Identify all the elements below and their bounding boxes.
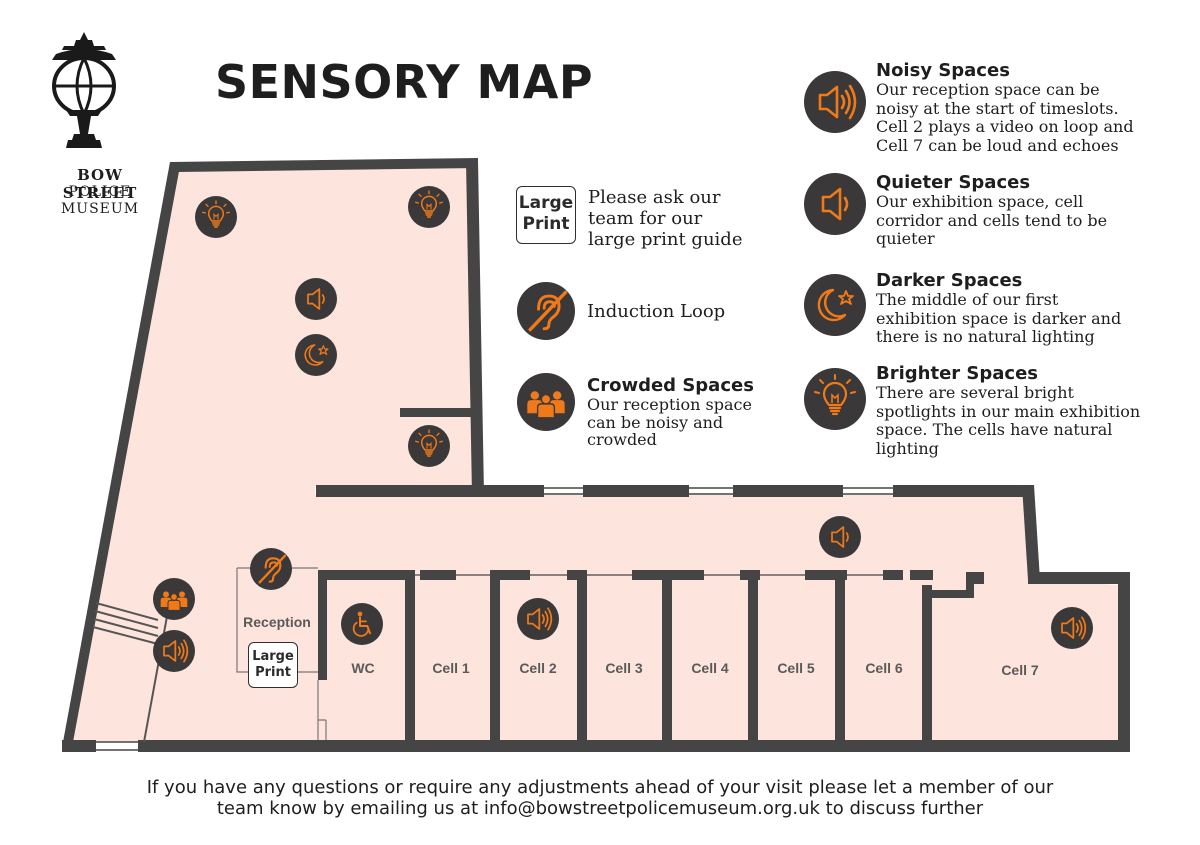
legend-speaker-quiet-icon [804, 173, 866, 235]
legend-text-line: large print guide [588, 229, 743, 250]
room-label-cell-2: Cell 2 [519, 660, 557, 676]
legend-large-print-badge: Large Print [516, 186, 576, 244]
legend-text-line: space. The cells have natural [876, 420, 1113, 439]
room-label-cell-4: Cell 4 [691, 660, 729, 676]
legend-text-line: can be noisy and [587, 412, 724, 432]
room-label-cell-3: Cell 3 [605, 660, 643, 676]
legend-text-line: crowded [587, 430, 657, 449]
legend-text-line: There are several bright [876, 383, 1074, 402]
footer-line-1: If you have any questions or require any… [146, 777, 1054, 798]
legend-text-line: corridor and cells tend to be [876, 210, 1108, 230]
legend-text-line: Please ask our [588, 187, 721, 208]
legend-crowd-icon [517, 373, 575, 431]
badge-line: Print [255, 665, 291, 680]
legend-brighter-text: There are several bright spotlights in o… [876, 383, 1176, 458]
legend-large-print-text: Please ask our team for our large print … [588, 187, 742, 250]
room-label-reception: Reception [243, 614, 311, 630]
moon-star-icon [295, 334, 337, 376]
legend-brighter-title: Brighter Spaces [876, 363, 1039, 384]
legend-quieter-title: Quieter Spaces [876, 172, 1031, 193]
legend-text-line: Cell 7 can be loud and echoes [876, 135, 1119, 155]
legend-text-line: The middle of our first [876, 290, 1059, 309]
legend-crowded-title: Crowded Spaces [587, 375, 754, 396]
legend-crowded-text: Our reception space can be noisy and cro… [587, 396, 752, 449]
legend-bulb-icon [804, 368, 866, 430]
legend-noisy-text: Our reception space can be noisy at the … [876, 80, 1176, 155]
room-label-cell-5: Cell 5 [777, 660, 815, 676]
badge-line: Print [522, 214, 570, 234]
room-label-cell-6: Cell 6 [865, 660, 903, 676]
legend-text-line: team for our [588, 208, 703, 229]
corridor-windows [96, 487, 893, 751]
legend-text-line: Our reception space can be [876, 80, 1100, 99]
legend-darker-title: Darker Spaces [876, 270, 1023, 291]
speaker-quiet-icon [819, 516, 861, 558]
bulb-icon [408, 425, 450, 467]
badge-line: Large [252, 649, 294, 664]
legend-speaker-loud-icon [804, 71, 866, 133]
bulb-icon [408, 186, 450, 228]
lamp-logo-icon [50, 30, 118, 150]
legend-text-line: Our exhibition space, cell [876, 192, 1084, 211]
speaker-loud-icon [1051, 607, 1093, 649]
legend-moon-star-icon [804, 274, 866, 336]
bulb-icon [195, 196, 237, 238]
room-label-cell-7: Cell 7 [1001, 662, 1039, 678]
legend-ear-loop-icon [517, 282, 575, 340]
walls [62, 158, 1130, 752]
legend-induction-loop-label: Induction Loop [587, 301, 726, 322]
footer-note: If you have any questions or require any… [0, 777, 1200, 819]
page-title: SENSORY MAP [215, 55, 594, 109]
speaker-loud-icon [517, 598, 559, 640]
legend-text-line: quieter [876, 229, 935, 248]
museum-name-line1: BOW STREET [62, 166, 138, 202]
museum-name-line3: MUSEUM [60, 201, 140, 217]
legend-text-line: spotlights in our main exhibition [876, 401, 1141, 421]
legend-darker-text: The middle of our first exhibition space… [876, 290, 1176, 347]
legend-noisy-title: Noisy Spaces [876, 60, 1010, 81]
legend-text-line: Our reception space [587, 395, 752, 414]
entrance-steps [92, 599, 171, 743]
badge-line: Large [518, 193, 574, 213]
speaker-quiet-icon [295, 278, 337, 320]
room-label-wc: WC [351, 660, 374, 676]
ear-loop-icon [250, 548, 292, 590]
legend-text-line: exhibition space is darker and [876, 308, 1122, 328]
room-label-cell-1: Cell 1 [432, 660, 470, 676]
map-large-print-badge: Large Print [248, 642, 298, 688]
wheelchair-icon [341, 603, 383, 645]
museum-name-line2: POLICE [68, 184, 132, 200]
legend-text-line: noisy at the start of timeslots. [876, 98, 1119, 118]
footer-line-2: team know by emailing us at info@bowstre… [216, 798, 984, 819]
legend-text-line: Cell 2 plays a video on loop and [876, 117, 1134, 136]
legend-quieter-text: Our exhibition space, cell corridor and … [876, 192, 1176, 249]
crowd-icon [153, 578, 195, 620]
legend-text-line: lighting [876, 438, 939, 458]
speaker-loud-icon [153, 630, 195, 672]
legend-text-line: there is no natural lighting [876, 327, 1095, 346]
